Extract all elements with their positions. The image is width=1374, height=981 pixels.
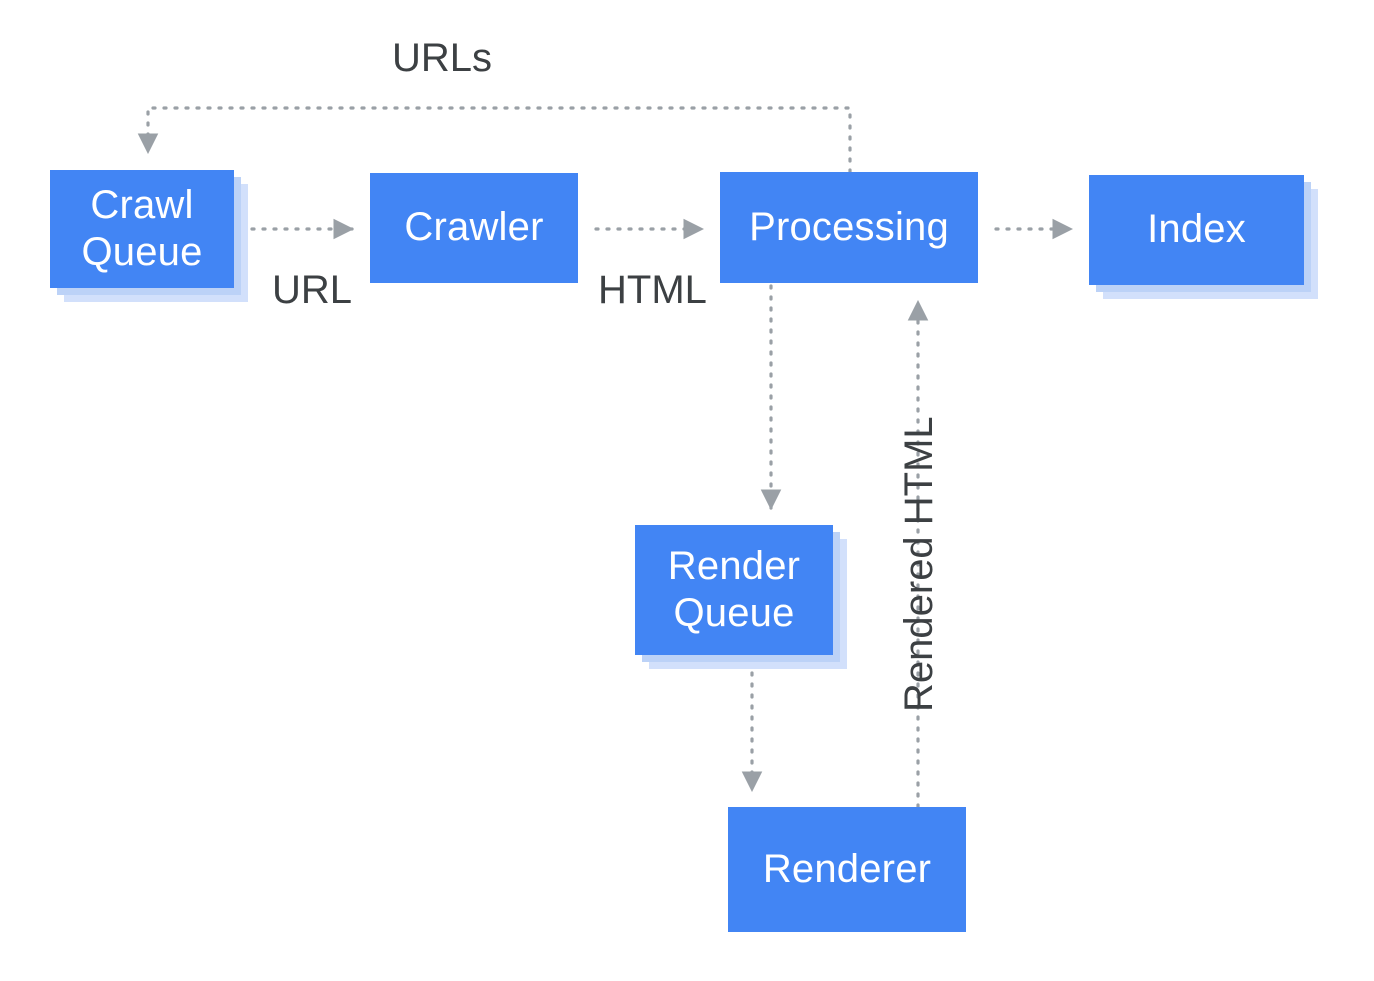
node-crawler[interactable]: Crawler xyxy=(370,173,578,283)
node-render-queue[interactable]: Render Queue xyxy=(635,525,833,655)
node-renderer[interactable]: Renderer xyxy=(728,807,966,932)
node-crawler-label: Crawler xyxy=(404,205,544,250)
edge-label-rendered-html: Rendered HTML xyxy=(897,416,941,712)
node-processing[interactable]: Processing xyxy=(720,172,978,283)
node-index-label: Index xyxy=(1147,207,1246,252)
edge-processing-to-crawl-queue-urls xyxy=(137,106,852,174)
node-index[interactable]: Index xyxy=(1089,175,1304,285)
node-render-queue-label: Render Queue xyxy=(667,543,801,635)
edge-label-urls: URLs xyxy=(392,36,493,80)
node-crawl-queue[interactable]: Crawl Queue xyxy=(50,170,234,288)
node-crawl-queue-label: Crawl Queue xyxy=(81,182,203,274)
edge-label-html: HTML xyxy=(598,268,707,312)
edge-label-url: URL xyxy=(272,268,353,312)
node-renderer-label: Renderer xyxy=(762,846,932,891)
node-processing-label: Processing xyxy=(749,204,949,249)
